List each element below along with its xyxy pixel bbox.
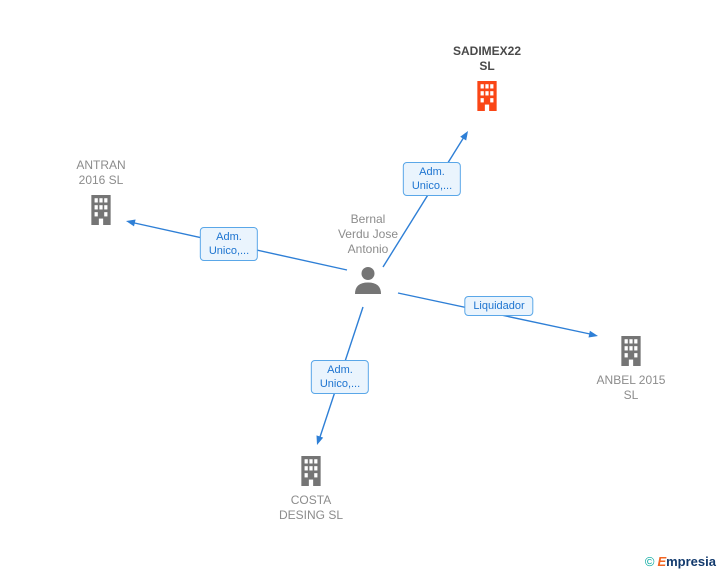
building-icon <box>298 456 324 486</box>
edge-arrow-to-costa <box>316 435 324 445</box>
node-costa-desing-sl[interactable]: COSTA DESING SL <box>241 456 381 523</box>
person-icon <box>352 264 384 298</box>
brand-initial: E <box>657 554 667 569</box>
building-icon <box>88 195 114 225</box>
edge-label-liquidador-anbel[interactable]: Liquidador <box>464 296 534 316</box>
building-icon <box>474 81 500 111</box>
node-label: COSTA DESING SL <box>278 493 344 522</box>
node-label: SADIMEX22 SL <box>452 44 522 73</box>
node-anbel-2015-sl[interactable]: ANBEL 2015 SL <box>561 336 701 403</box>
edge-line-to-sadimex <box>382 136 465 268</box>
node-label: Bernal Verdu Jose Antonio <box>337 212 399 256</box>
edge-arrow-to-sadimex <box>460 131 468 141</box>
node-sadimex22-sl[interactable]: SADIMEX22 SL <box>417 44 557 111</box>
node-antran-2016-sl[interactable]: ANTRAN 2016 SL <box>31 158 171 225</box>
empresia-logo[interactable]: ©Empresia <box>645 554 716 569</box>
edge-label-adm-unico-sadimex[interactable]: Adm. Unico,... <box>402 162 462 196</box>
node-bernal-verdu-jose-antonio[interactable]: Bernal Verdu Jose Antonio <box>298 212 438 298</box>
edge-label-adm-unico-antran[interactable]: Adm. Unico,... <box>199 227 259 261</box>
edge-label-adm-unico-costa[interactable]: Adm. Unico,... <box>310 360 370 394</box>
building-icon <box>618 336 644 366</box>
node-label: ANTRAN 2016 SL <box>76 158 126 187</box>
copyright-symbol: © <box>644 554 655 569</box>
edge-arrow-to-anbel <box>588 330 598 338</box>
node-label: ANBEL 2015 SL <box>596 373 666 402</box>
edge-arrow-to-antran <box>126 219 136 227</box>
brand-name: mpresia <box>666 554 716 569</box>
